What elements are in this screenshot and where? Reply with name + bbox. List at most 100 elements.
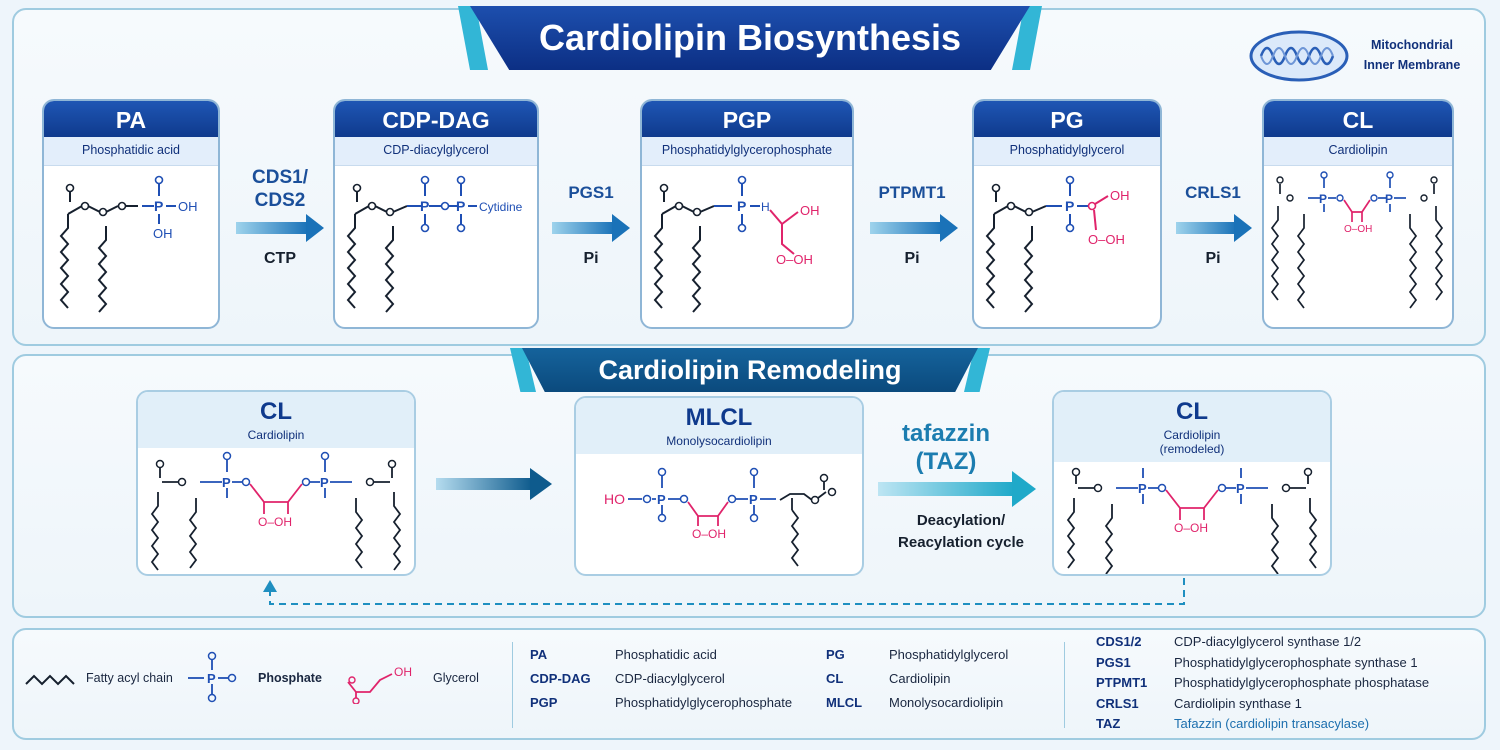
pg-oh: OH [1110, 188, 1130, 203]
glycerol-oh: OH [394, 665, 412, 679]
cycle-label: Deacylation/ Reacylation cycle [886, 510, 1036, 554]
remodel-card-cl2-note: (remodeled) [1159, 442, 1225, 456]
mitochondrion-icon [1249, 30, 1349, 82]
legend-full-name: Phosphatidylglycerophosphate synthase 1 [1174, 654, 1418, 670]
enzyme-taz-line2: (TAZ) [915, 448, 977, 475]
cycle-label-line2: Reacylation cycle [898, 534, 1024, 551]
remodel-cl-o-oh: O–OH [258, 515, 292, 529]
enzyme-cds-line2: CDS2 [254, 190, 306, 211]
remodel-card-mlcl: MLCL Monolysocardiolipin HO P P [574, 396, 864, 576]
legend-abbr: CDS1/2 [1096, 634, 1142, 649]
cofactor-pi-2: Pi [904, 250, 920, 267]
svg-text:H: H [761, 200, 770, 214]
pgp-o-oh: O–OH [776, 252, 813, 267]
remodel-cl2-o-oh: O–OH [1174, 521, 1208, 535]
legend-abbr: MLCL [826, 695, 863, 710]
legend-abbr: PA [530, 647, 548, 662]
legend-abbr: CL [826, 671, 844, 686]
remodel-card-cl: CL Cardiolipin P P [136, 390, 416, 576]
card-cdp-dag-name: CDP-diacylglycerol [335, 137, 537, 166]
enzyme-cds-line1: CDS1/ [252, 167, 308, 188]
legend-full-name: Tafazzin (cardiolipin transacylase) [1174, 716, 1370, 731]
svg-text:P: P [737, 198, 746, 214]
legend-full-name: Phosphatidic acid [615, 647, 717, 662]
mlcl-o-oh: O–OH [692, 527, 726, 541]
legend-glycerol-label: Glycerol [433, 671, 479, 685]
step-arrows [236, 214, 1252, 242]
svg-text:P: P [456, 198, 465, 214]
card-pgp-name: Phosphatidylglycerophosphate [642, 137, 852, 166]
card-pa-abbr: PA [44, 101, 218, 137]
remodeling-title: Cardiolipin Remodeling [522, 348, 978, 392]
legend-phosphate-label: Phosphate [258, 671, 322, 685]
legend-fatty-acyl-label: Fatty acyl chain [86, 671, 173, 685]
phosphate-group-icon: P [188, 651, 237, 703]
cofactor-ctp: CTP [264, 250, 296, 267]
legend-abbr: CRLS1 [1096, 695, 1139, 711]
svg-text:P: P [154, 198, 163, 214]
enzyme-pgs1: PGS1 [568, 183, 614, 202]
remodel-card-cl-abbr: CL [138, 392, 414, 428]
card-pg-name: Phosphatidylglycerol [974, 137, 1160, 166]
legend-full-name: Cardiolipin synthase 1 [1174, 695, 1302, 711]
svg-text:P: P [207, 671, 216, 686]
card-pgp: PGP Phosphatidylglycerophosphate P H [640, 99, 854, 329]
glycerol-group-icon: OH [347, 665, 412, 704]
svg-text:P: P [657, 492, 666, 507]
card-pa: PA Phosphatidic acid P OH OH [42, 99, 220, 329]
pa-oh-1: OH [178, 199, 198, 214]
membrane-label-line2: Inner Membrane [1363, 58, 1461, 72]
svg-text:P: P [1138, 481, 1147, 496]
legend-divider-2 [1064, 642, 1065, 728]
card-pg-abbr: PG [974, 101, 1160, 137]
recycle-dashed-arrow [263, 578, 1185, 605]
legend-full-name: Cardiolipin [889, 671, 951, 686]
arrow-cl-to-mlcl [436, 468, 552, 500]
legend-abbr: PGS1 [1096, 654, 1131, 670]
mlcl-ho: HO [604, 491, 625, 507]
card-pa-name: Phosphatidic acid [44, 137, 218, 166]
pa-oh-2: OH [153, 226, 173, 241]
card-cdp-dag: CDP-DAG CDP-diacylglycerol P P [333, 99, 539, 329]
card-cl-abbr: CL [1264, 101, 1452, 137]
card-cdp-dag-abbr: CDP-DAG [335, 101, 537, 137]
svg-text:P: P [1236, 481, 1245, 496]
arrow-pgs1 [552, 214, 630, 242]
cofactor-pi-1: Pi [583, 250, 599, 267]
svg-text:P: P [420, 198, 429, 214]
svg-text:P: P [320, 475, 329, 490]
legend-full-name: Phosphatidylglycerol [889, 647, 1009, 662]
svg-text:P: P [1319, 192, 1327, 206]
enzyme-taz: tafazzin (TAZ) [886, 420, 1006, 476]
enzyme-crls1: CRLS1 [1185, 183, 1241, 202]
card-cl-name: Cardiolipin [1264, 137, 1452, 166]
legend-full-name: Phosphatidylglycerophosphate [615, 695, 793, 710]
cofactor-pi-3: Pi [1205, 250, 1221, 267]
card-cl: CL Cardiolipin P P [1262, 99, 1454, 329]
arrow-crls1 [1176, 214, 1252, 242]
legend-full-name: CDP-diacylglycerol synthase 1/2 [1174, 634, 1362, 649]
svg-text:P: P [1065, 198, 1074, 214]
remodel-card-cl2-abbr: CL [1054, 392, 1330, 428]
svg-text:P: P [1385, 192, 1393, 206]
remodel-card-cl-name: Cardiolipin [138, 428, 414, 448]
arrow-taz [878, 471, 1036, 507]
legend-abbr: PTPMT1 [1096, 675, 1148, 690]
membrane-label: Mitochondrial Inner Membrane [1352, 35, 1472, 75]
svg-text:P: P [222, 475, 231, 490]
legend-abbr: PGP [530, 695, 558, 710]
remodel-card-cl2-name-line: Cardiolipin [1163, 428, 1221, 442]
legend-divider-1 [512, 642, 513, 728]
enzyme-ptpmt1: PTPMT1 [878, 183, 946, 202]
arrow-cds [236, 214, 324, 242]
cytidine-label: Cytidine [479, 200, 523, 214]
enzyme-taz-line1: tafazzin [901, 420, 990, 447]
remodel-card-mlcl-abbr: MLCL [576, 398, 862, 434]
svg-text:P: P [749, 492, 758, 507]
legend-abbr: CDP-DAG [530, 671, 591, 686]
page-title: Cardiolipin Biosynthesis [470, 6, 1030, 70]
legend-panel [12, 628, 1486, 740]
card-pg: PG Phosphatidylglycerol P [972, 99, 1162, 329]
legend-full-name: CDP-diacylglycerol [615, 671, 725, 686]
